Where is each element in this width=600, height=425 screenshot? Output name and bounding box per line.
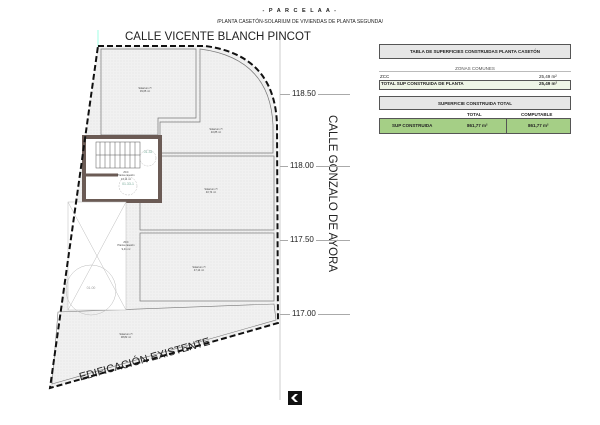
room-name: Solarium 7ª: [204, 188, 218, 191]
table1-total-label: TOTAL SUP CONSTRUIDA DE PLANTA: [381, 81, 464, 86]
marker-3: 01.00: [86, 286, 96, 290]
marker-1: 01.33: [143, 150, 153, 154]
sheet-title: - P A R C E L A A -: [262, 8, 338, 14]
brand-logo: [288, 391, 302, 405]
room-area: 47,14 m²: [193, 269, 205, 273]
level-117-00: 117.00: [290, 309, 318, 318]
room-area: 40,85 m²: [210, 131, 222, 135]
table2-computable: 861,77 m²: [528, 123, 549, 128]
table2-total: 861,77 m²: [467, 123, 488, 128]
table1-total-value: 25,49 m²: [539, 81, 558, 86]
room-name: Solarium 7ª: [209, 128, 223, 131]
street-label-east: CALLE GONZALO DE AYORA: [326, 115, 338, 273]
table1-title: TABLA DE SUPERFICIES CONSTRUIDAS PLANTA …: [379, 44, 571, 59]
room-solarium-4: [139, 232, 275, 302]
table1-row-label: ZCC: [380, 74, 390, 79]
level-118-00: 118.00: [288, 161, 316, 170]
table2-row: [379, 118, 571, 134]
stair-core: [82, 135, 162, 203]
table2-row-label: SUP CONSTRUIDA: [392, 123, 433, 128]
room-area: 38,82 m²: [120, 336, 132, 340]
table1-row-value: 25,49 m²: [539, 74, 557, 79]
level-118-50: 118.50: [290, 89, 318, 98]
table1-total-row: [379, 80, 571, 90]
room-name: Solarium 7ª: [138, 87, 152, 90]
zone-sub: Planta casetón: [117, 244, 135, 248]
table2-title: SUPERFICIE CONSTRUIDA TOTAL: [379, 96, 571, 110]
zone-sub: Planta casetón: [117, 174, 135, 178]
void-shaft: [65, 201, 127, 316]
room-area: 39,65 m²: [139, 90, 151, 94]
room-name: Solarium 7ª: [119, 333, 133, 336]
room-area: 40,74 m²: [205, 191, 217, 195]
room-name: Solarium 7ª: [192, 266, 206, 269]
sheet-subtitle: /PLANTA CASETÓN-SOLARIUM DE VIVIENDAS DE…: [217, 19, 383, 25]
table2-col-computable: COMPUTABLE: [521, 112, 553, 117]
table-divider: [506, 118, 507, 134]
stairs: [95, 141, 141, 169]
room-solarium-2: [159, 48, 274, 154]
zone-area: 14,14 m²: [120, 177, 132, 181]
table2-col-total: TOTAL: [467, 112, 482, 117]
zone-name: ZCC: [123, 171, 129, 174]
marker-2: 01.33-1: [122, 182, 134, 186]
zone-area: 9,41 m²: [121, 247, 131, 251]
plot-boundary: [48, 45, 280, 390]
zone-name: ZCC: [123, 241, 129, 244]
level-117-50: 117.50: [288, 235, 316, 244]
table1-section: ZONAS COMUNES: [379, 66, 571, 72]
street-label-north: CALLE VICENTE BLANCH PINCOT: [125, 31, 311, 43]
